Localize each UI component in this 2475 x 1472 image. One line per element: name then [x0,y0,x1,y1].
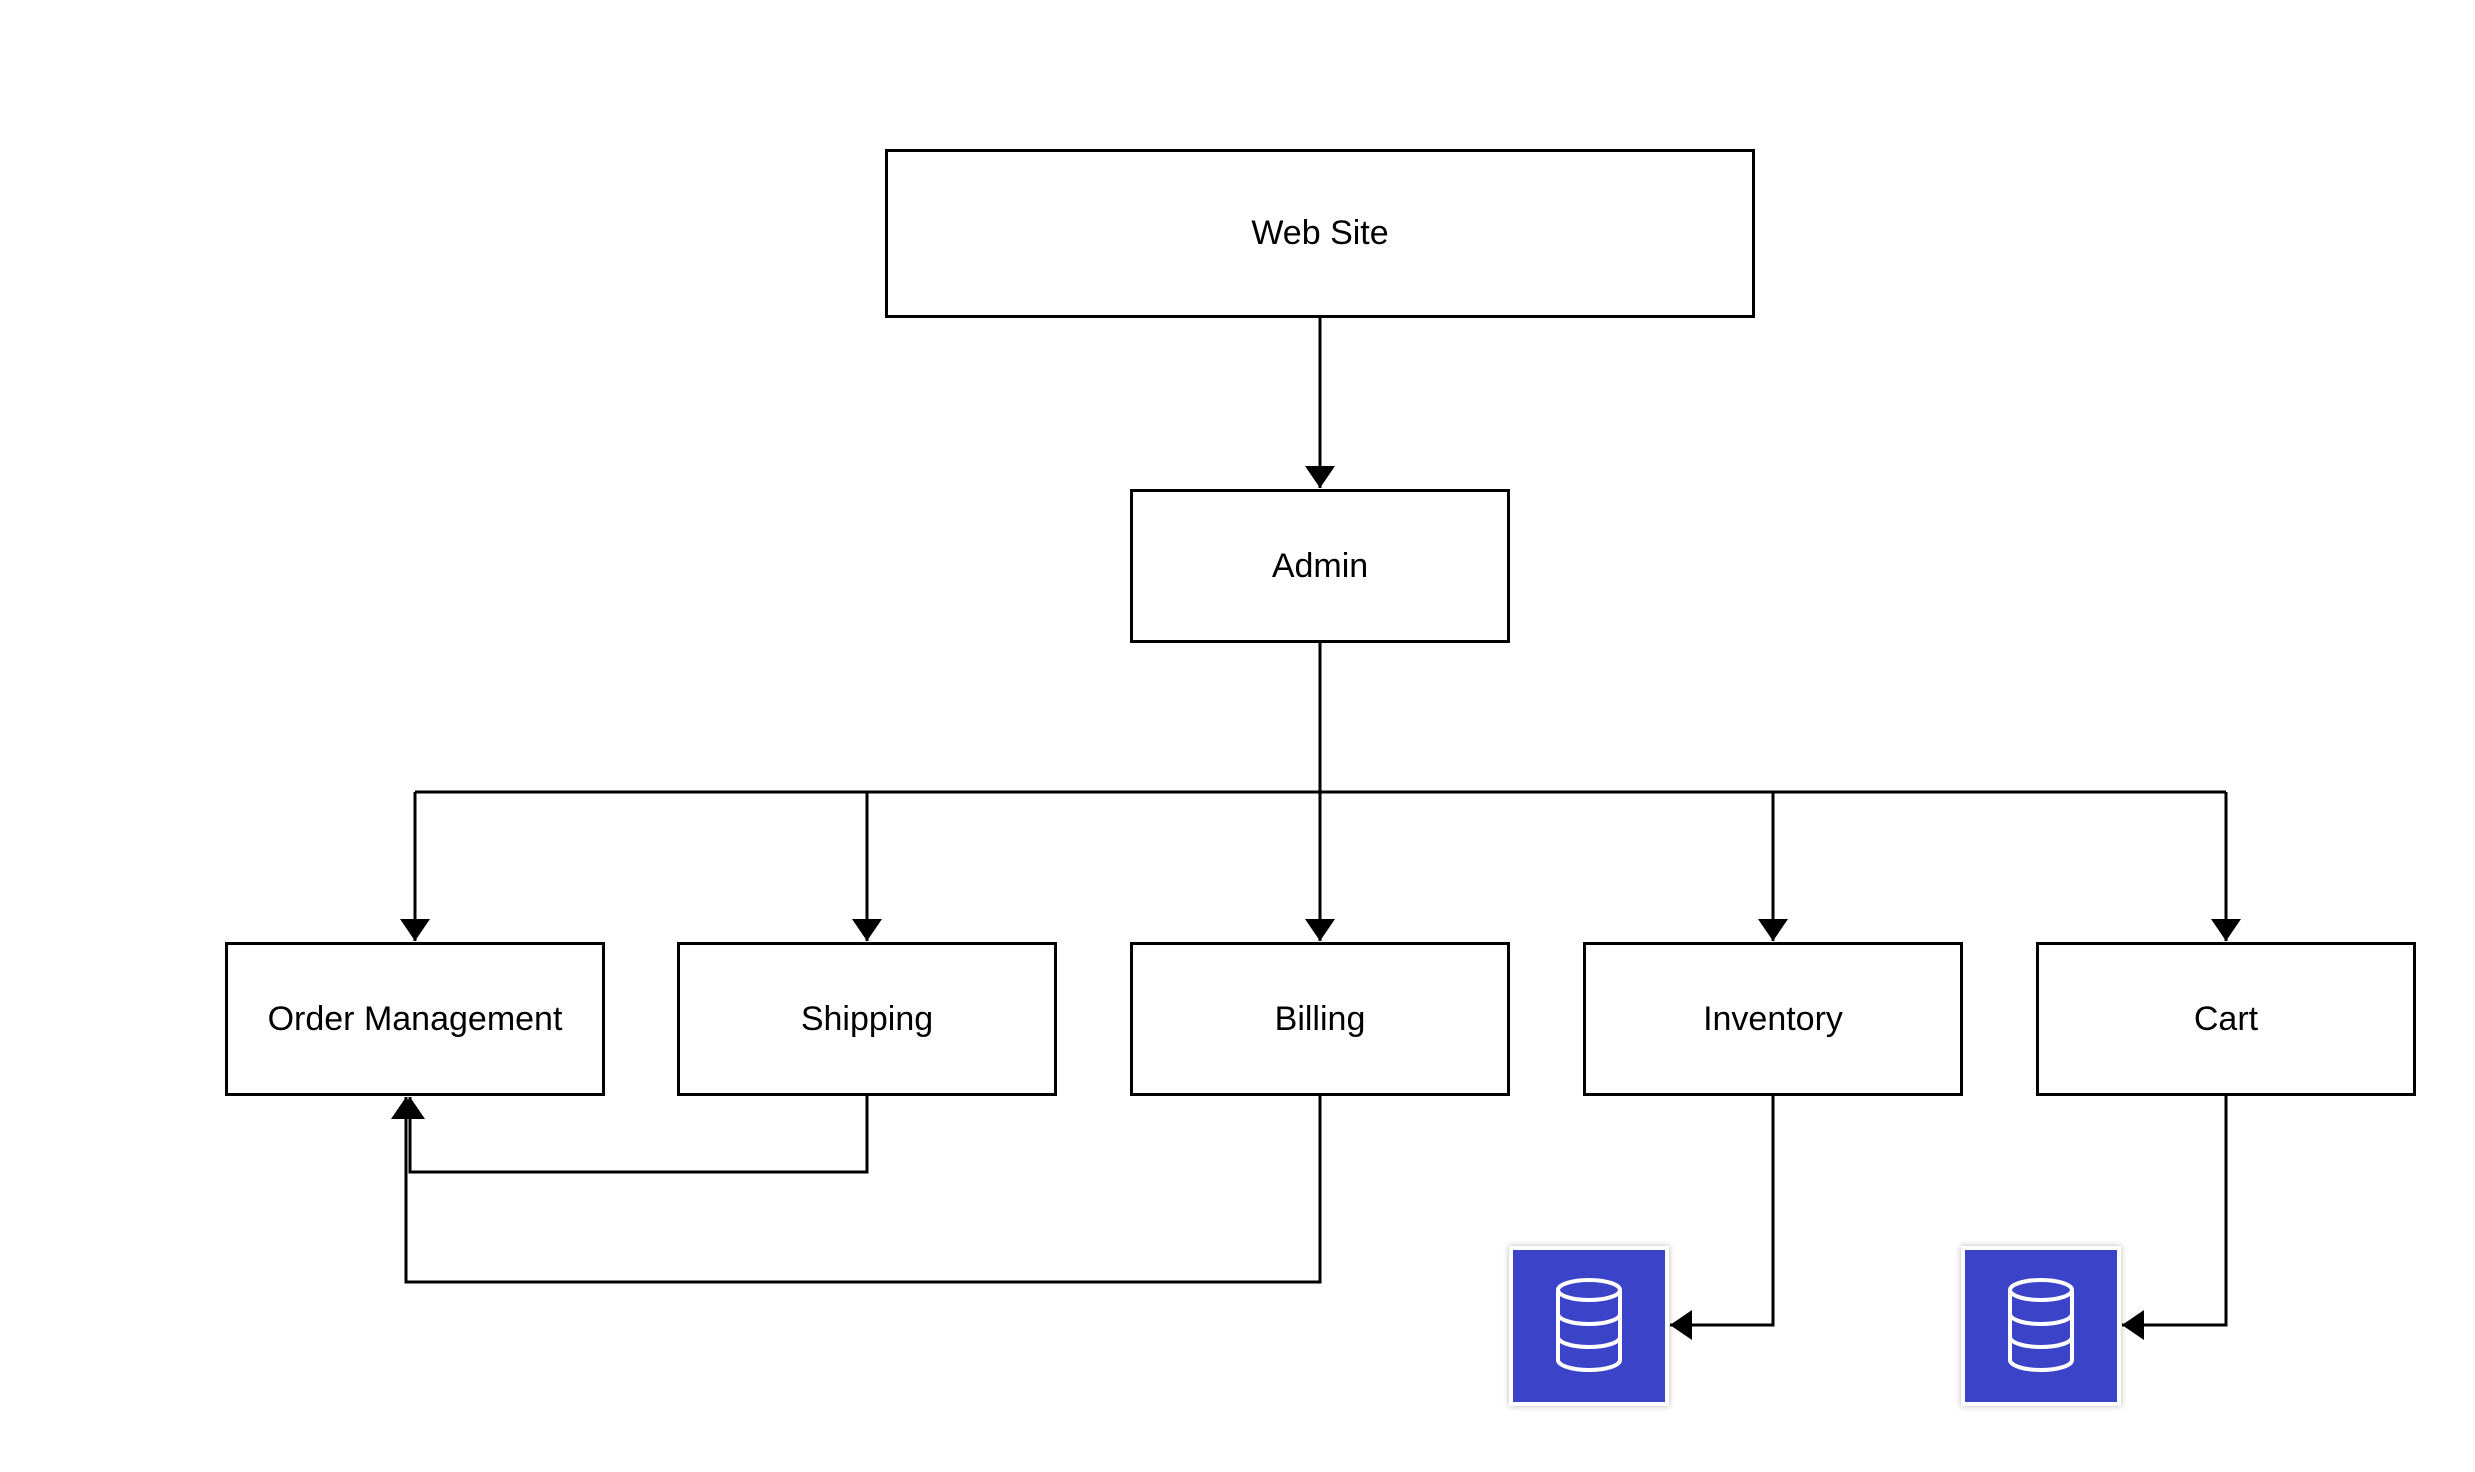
node-web-site-label: Web Site [1251,214,1389,252]
node-order-management: Order Management [225,942,605,1096]
node-shipping-label: Shipping [800,999,934,1038]
node-web-site: Web Site [885,149,1755,318]
node-billing: Billing [1130,942,1510,1096]
node-cart-label: Cart [2193,999,2259,1038]
node-shipping: Shipping [677,942,1057,1096]
node-order-management-label: Order Management [267,999,563,1038]
node-inventory: Inventory [1583,942,1963,1096]
edge-billing-to-order-management [391,1095,1322,1284]
edge-shipping-to-order-management [395,1095,869,1174]
node-admin: Admin [1130,489,1510,643]
edge-cart-to-database [2122,1095,2228,1340]
cart-database [1961,1246,2121,1406]
database-icon [1556,1278,1622,1372]
database-icon [2008,1278,2074,1372]
edge-inventory-to-database [1670,1095,1775,1340]
node-admin-label: Admin [1271,546,1369,585]
inventory-database [1509,1246,1669,1406]
node-inventory-label: Inventory [1703,999,1843,1038]
node-cart: Cart [2036,942,2416,1096]
node-billing-label: Billing [1274,999,1366,1038]
